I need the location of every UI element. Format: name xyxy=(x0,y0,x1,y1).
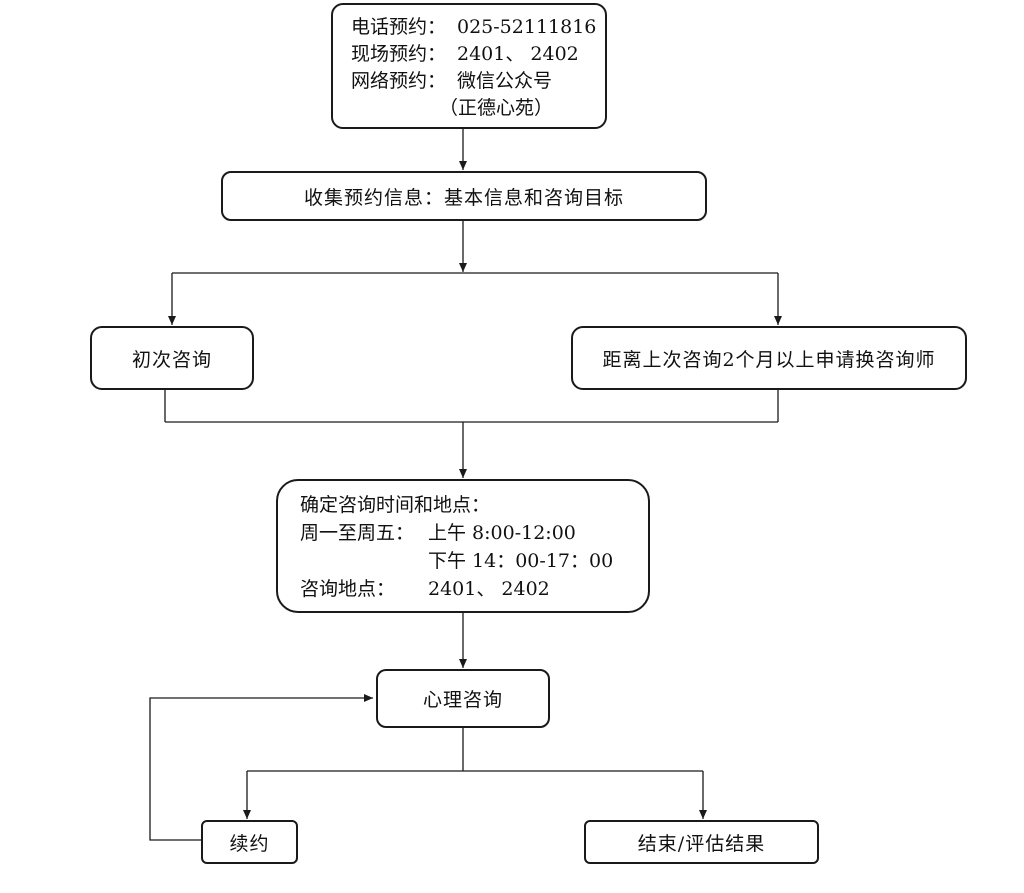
online-booking-account-name: （正德心苑） xyxy=(439,97,554,119)
onsite-booking-label: 现场预约： xyxy=(351,43,447,65)
phone-booking-number: 025-52111816 xyxy=(457,16,597,38)
online-booking-label: 网络预约： xyxy=(351,70,447,92)
schedule-days-label: 周一至周五： xyxy=(300,522,415,544)
online-booking-channel: 微信公众号 xyxy=(457,70,553,92)
schedule-box: 确定咨询时间和地点： 周一至周五： 上午 8:00-12:00 下午 14：00… xyxy=(276,479,650,613)
first-consult-label: 初次咨询 xyxy=(131,348,212,371)
phone-booking-label: 电话预约： xyxy=(351,16,447,38)
change-counselor-box: 距离上次咨询2个月以上申请换咨询师 xyxy=(571,326,967,390)
onsite-booking-rooms: 2401、 2402 xyxy=(457,43,579,65)
counseling-label: 心理咨询 xyxy=(422,689,503,711)
schedule-title: 确定咨询时间和地点： xyxy=(300,494,491,516)
renew-box: 续约 xyxy=(201,820,298,864)
renew-label: 续约 xyxy=(229,832,270,855)
counseling-box: 心理咨询 xyxy=(376,669,550,728)
schedule-place-rooms: 2401、 2402 xyxy=(428,578,550,600)
schedule-afternoon-hours: 下午 14：00-17：00 xyxy=(428,550,614,572)
collect-info-box: 收集预约信息：基本信息和咨询目标 xyxy=(221,171,707,221)
end-evaluate-label: 结束/评估结果 xyxy=(637,832,766,855)
end-evaluate-box: 结束/评估结果 xyxy=(584,820,819,864)
first-consult-box: 初次咨询 xyxy=(90,326,254,390)
change-counselor-label: 距离上次咨询2个月以上申请换咨询师 xyxy=(602,348,936,371)
loop-renew-to-counseling xyxy=(149,694,373,841)
collect-info-label: 收集预约信息：基本信息和咨询目标 xyxy=(303,186,624,209)
schedule-morning-hours: 上午 8:00-12:00 xyxy=(428,522,576,544)
schedule-place-label: 咨询地点： xyxy=(300,578,396,600)
booking-methods-box: 电话预约： 025-52111816 现场预约： 2401、 2402 网络预约… xyxy=(331,3,607,129)
